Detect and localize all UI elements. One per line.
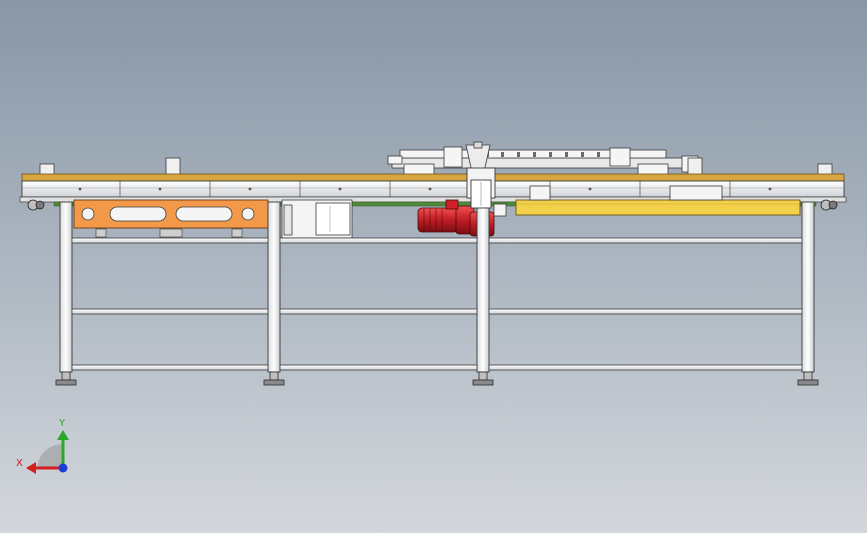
orange-side-plate <box>73 199 269 238</box>
coordinate-triad: X Y <box>16 418 69 474</box>
y-axis-arrowhead <box>57 430 69 440</box>
center-drive-column <box>466 167 496 209</box>
y-axis-label: Y <box>58 418 66 429</box>
leveling-feet <box>55 371 819 386</box>
triad-plane-shade <box>37 443 63 468</box>
cross-bars <box>71 237 803 371</box>
control-box <box>281 199 353 239</box>
yellow-guard <box>493 185 801 217</box>
z-axis-dot <box>58 463 68 473</box>
upper-mechanism <box>387 141 699 179</box>
x-axis-label: X <box>16 458 23 469</box>
x-axis-arrowhead <box>26 462 36 474</box>
end-rollers <box>27 199 838 211</box>
